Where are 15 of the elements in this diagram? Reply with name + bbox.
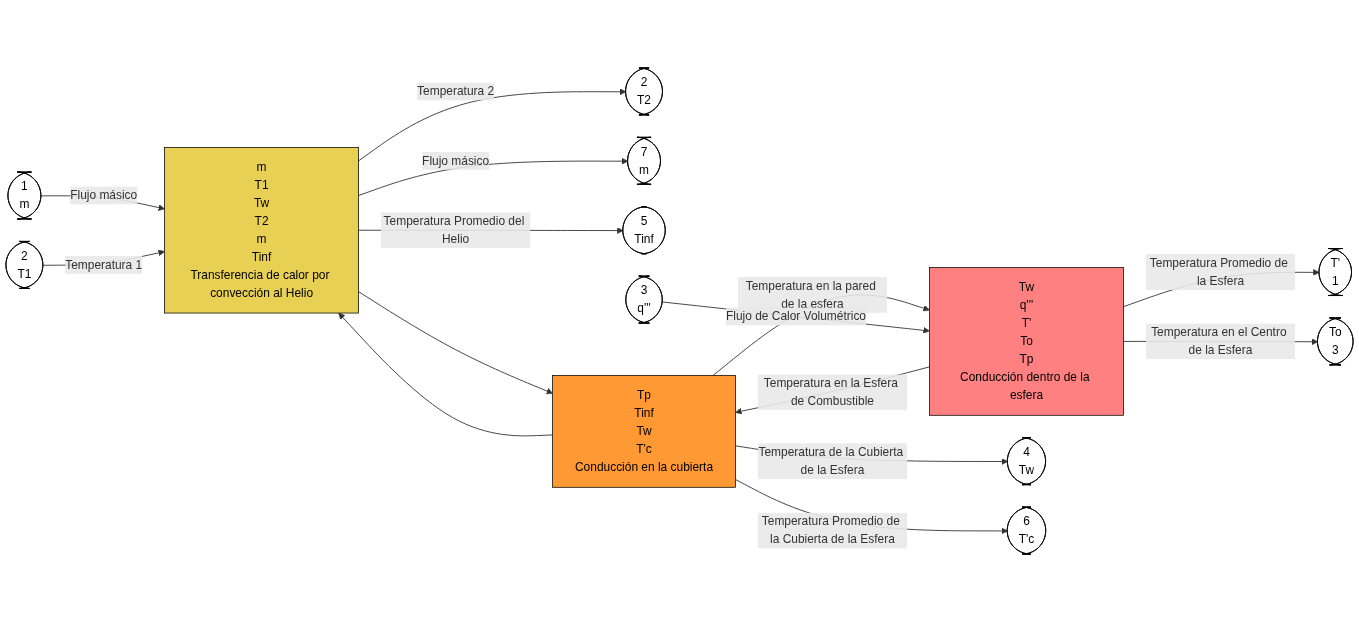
node-box: m T1 Tw T2 m Tinf Transferencia de calor por convección al Helio: [164, 147, 359, 314]
edge-label: Temperatura en el Centro de la Esfera: [1151, 325, 1287, 357]
edge-label: Temperatura en la pared de la esfera: [745, 279, 876, 310]
edge-label: Temperatura 2: [417, 84, 495, 98]
edge-label: Flujo de Calor Volumétrico: [725, 309, 866, 323]
edge-label: Temperatura de la Cubierta de la Esfera: [758, 445, 904, 477]
edge-label: Temperatura en la Esfera de Combustible: [763, 376, 898, 408]
edge-label: Flujo másico: [422, 154, 490, 167]
edge-label: Flujo másico: [70, 188, 138, 202]
edge-label: Temperatura Promedio del Helio: [383, 214, 525, 246]
node-box: Tw q''' T' To Tp Conducción dentro de la esfera: [929, 267, 1124, 416]
edge-label: Temperatura 1: [65, 258, 143, 271]
node-box: Tp Tinf Tw T'c Conducción en la cubierta: [552, 375, 736, 488]
edge-label: Temperatura Promedio de la Esfera: [1149, 256, 1288, 287]
edge-label: Temperatura Promedio de la Cubierta de la Esfera: [761, 514, 900, 546]
